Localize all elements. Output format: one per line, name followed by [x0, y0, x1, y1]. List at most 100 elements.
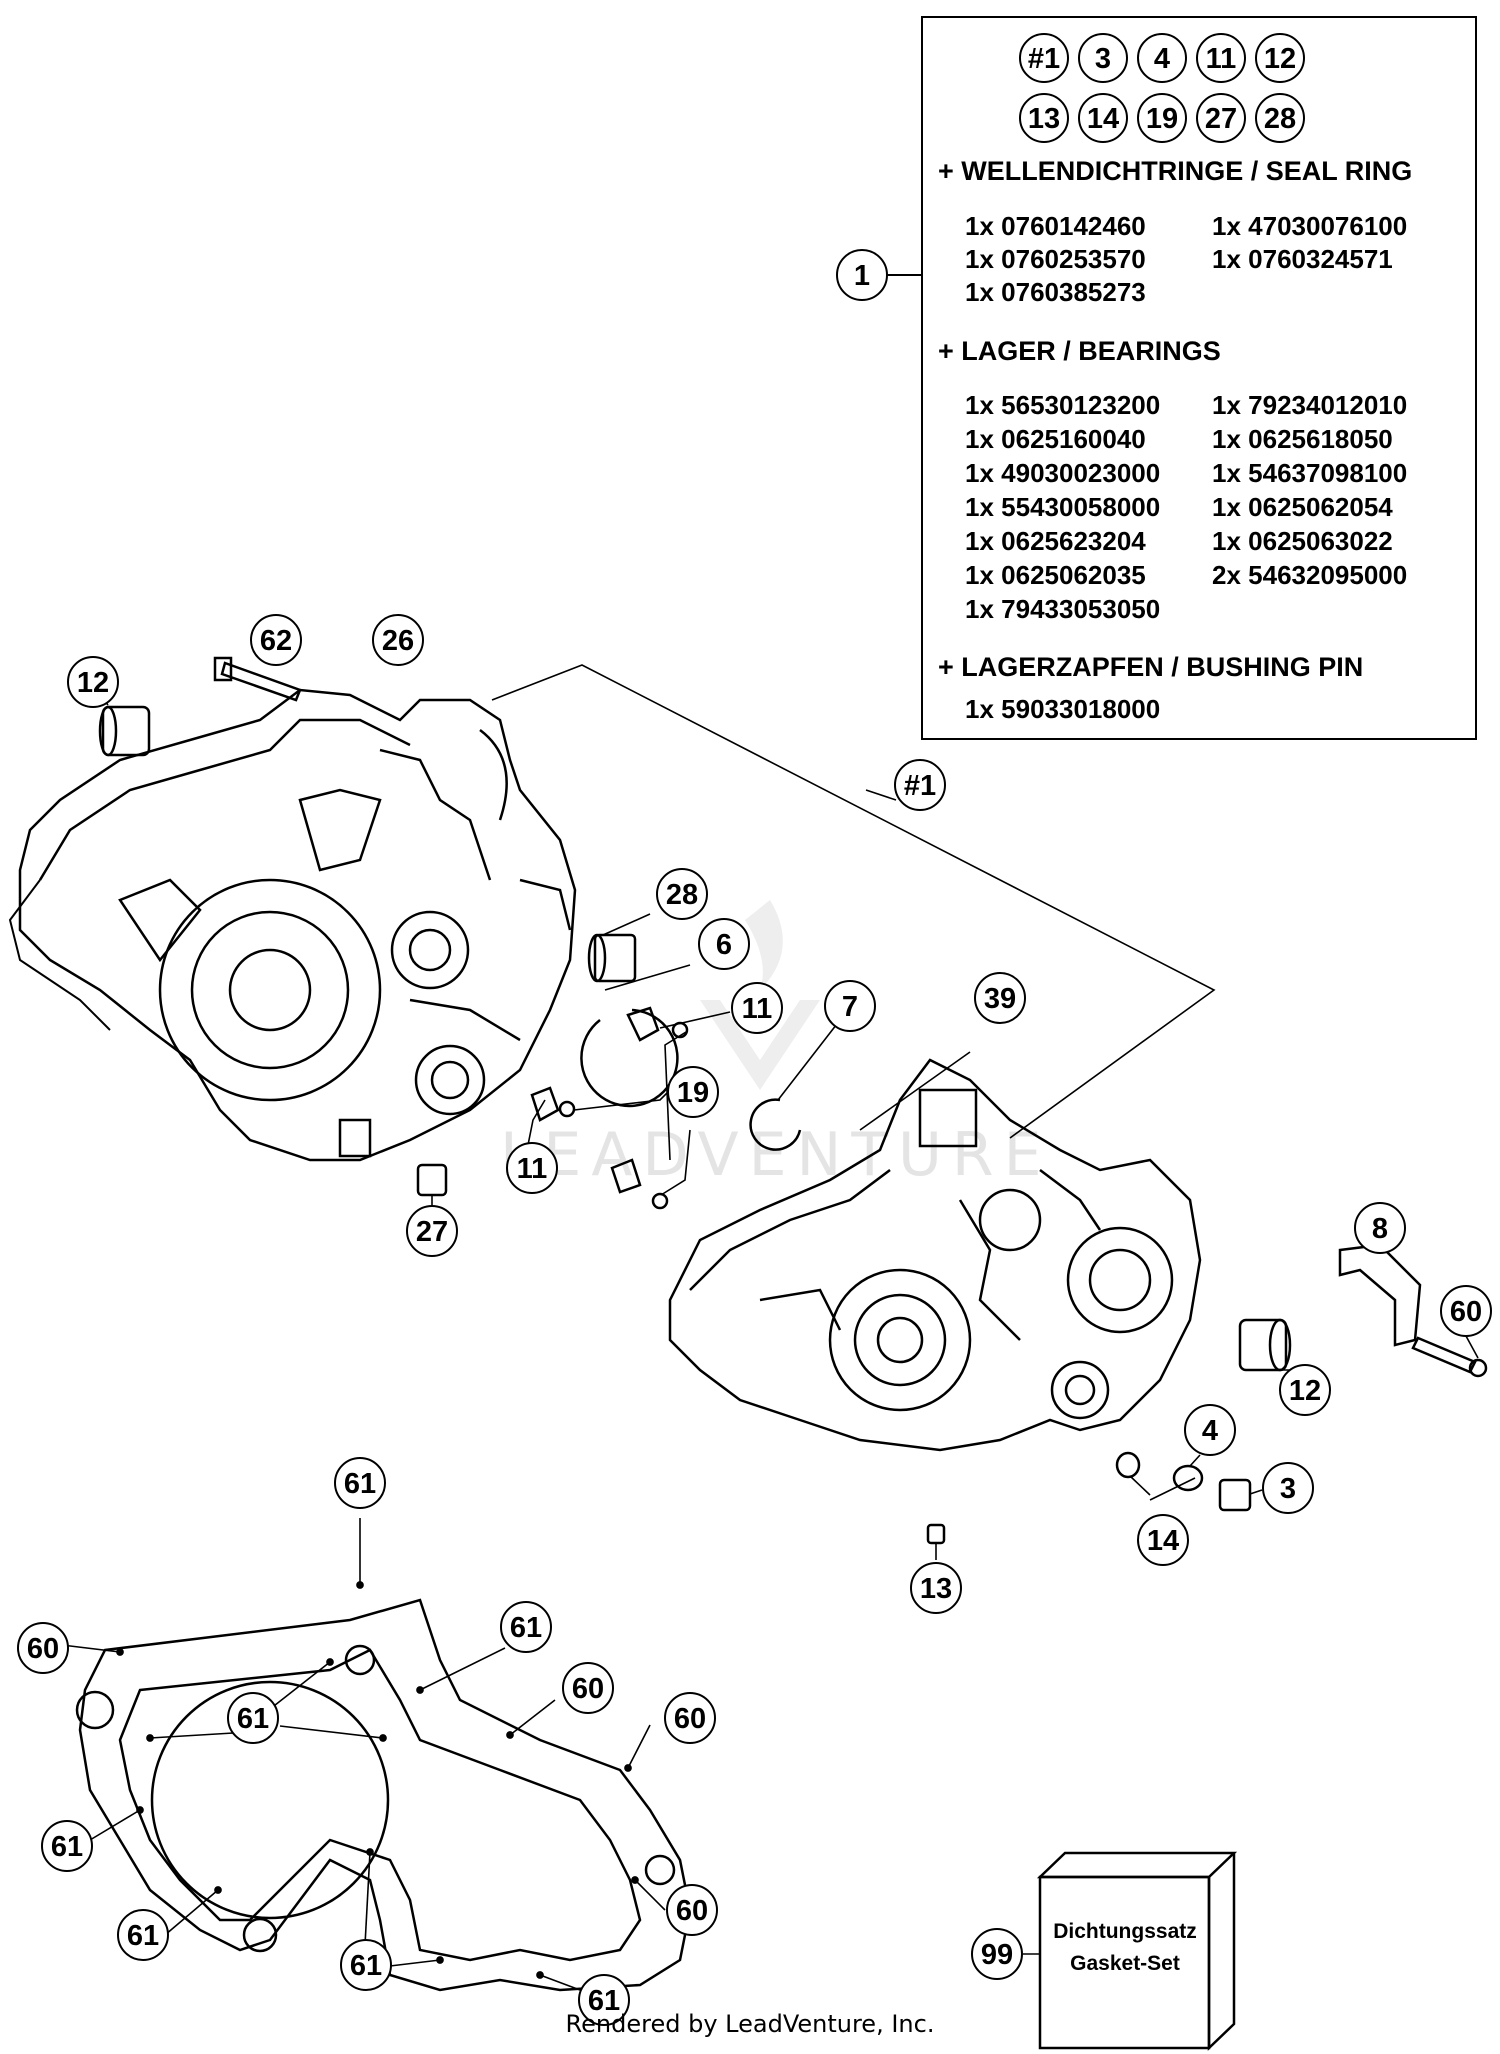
- render-credit: Rendered by LeadVenture, Inc.: [565, 2010, 935, 2038]
- callout-60-left: 60: [17, 1622, 69, 1674]
- leader-lines: [61, 649, 1479, 1991]
- callout-19: 19: [667, 1066, 719, 1118]
- svg-text:13: 13: [1028, 103, 1060, 135]
- callout-61-top: 61: [334, 1457, 386, 1509]
- callout-27: 27: [406, 1205, 458, 1257]
- svg-text:8: 8: [1372, 1213, 1388, 1245]
- part-line: 1x 56530123200: [965, 390, 1160, 420]
- part-line: 1x 47030076100: [1212, 211, 1407, 241]
- callout-61-left: 61: [41, 1820, 93, 1872]
- callout-11-right: 11: [731, 982, 783, 1034]
- svg-text:61: 61: [350, 1950, 382, 1982]
- callout-12-lower: 12: [1279, 1364, 1331, 1416]
- callout-61-bottom-left: 61: [117, 1909, 169, 1961]
- part-line: 1x 0760142460: [965, 211, 1146, 241]
- right-crankcase-half: [668, 1058, 1202, 1452]
- svg-text:3: 3: [1280, 1473, 1296, 1505]
- callout-39: 39: [974, 972, 1026, 1024]
- part-line: 1x 0760385273: [965, 277, 1146, 307]
- part-line: 1x 49030023000: [965, 458, 1160, 488]
- callout-14: 14: [1137, 1514, 1189, 1566]
- svg-text:60: 60: [27, 1633, 59, 1665]
- svg-text:3: 3: [1095, 43, 1111, 75]
- section-heading-bearings: + LAGER / BEARINGS: [938, 336, 1221, 366]
- callout-60-right-bottom: 60: [666, 1884, 718, 1936]
- svg-text:61: 61: [51, 1831, 83, 1863]
- watermark-logo-icon: [700, 900, 820, 1090]
- svg-text:99: 99: [981, 1939, 1013, 1971]
- callout-hash1: #1: [894, 759, 946, 811]
- gasket-set-label-en: Gasket-Set: [1070, 1952, 1180, 1975]
- svg-text:61: 61: [237, 1703, 269, 1735]
- part-line: 1x 54637098100: [1212, 458, 1407, 488]
- kit-callouts-row1: #1 3 4 11 12: [1019, 33, 1305, 83]
- gasket-26-outline: [8, 879, 111, 1031]
- part-line: 1x 0625063022: [1212, 526, 1393, 556]
- svg-text:27: 27: [416, 1216, 448, 1248]
- part-line: 1x 79234012010: [1212, 390, 1407, 420]
- svg-text:4: 4: [1154, 43, 1170, 75]
- svg-text:12: 12: [77, 667, 109, 699]
- callout-61-center-top: 61: [500, 1601, 552, 1653]
- svg-text:27: 27: [1205, 103, 1237, 135]
- svg-text:11: 11: [742, 993, 773, 1025]
- callout-62: 62: [250, 614, 302, 666]
- part-line: 1x 0625618050: [1212, 424, 1393, 454]
- svg-text:7: 7: [842, 991, 858, 1023]
- callouts: 1 12 62 26 #1 28 6 11 7 39 19 11 27 8 60…: [17, 249, 1492, 2026]
- svg-text:1: 1: [854, 260, 870, 292]
- kit-box: #1 3 4 11 12 13 14 19 27 28 + WELLENDICH…: [862, 16, 1477, 740]
- callout-1: 1: [836, 249, 888, 301]
- svg-text:#1: #1: [1028, 43, 1060, 75]
- callout-12-upper: 12: [67, 656, 119, 708]
- part-line: 1x 0625062054: [1212, 492, 1393, 522]
- svg-text:61: 61: [127, 1920, 159, 1952]
- callout-13: 13: [910, 1562, 962, 1614]
- svg-text:60: 60: [676, 1895, 708, 1927]
- svg-text:60: 60: [1450, 1296, 1482, 1328]
- svg-text:12: 12: [1289, 1375, 1321, 1407]
- section-heading-bushing-pin: + LAGERZAPFEN / BUSHING PIN: [938, 652, 1363, 682]
- small-parts: [98, 656, 1488, 1545]
- svg-text:11: 11: [1206, 43, 1237, 75]
- watermark-text: LEADVENTURE: [500, 1120, 1052, 1190]
- part-line: 1x 0625062035: [965, 560, 1146, 590]
- svg-text:14: 14: [1147, 1525, 1179, 1557]
- svg-text:6: 6: [716, 929, 732, 961]
- svg-text:62: 62: [260, 625, 292, 657]
- callout-61-center: 61: [227, 1692, 279, 1744]
- callout-61-bottom-right: 61: [578, 1974, 630, 2026]
- part-line: 1x 0760324571: [1212, 244, 1393, 274]
- callout-7: 7: [824, 980, 876, 1032]
- svg-text:12: 12: [1264, 43, 1296, 75]
- callout-61-bottom-center: 61: [340, 1939, 392, 1991]
- gasket-set-box: [1036, 1851, 1238, 2051]
- svg-text:61: 61: [344, 1468, 376, 1500]
- svg-text:19: 19: [1146, 103, 1178, 135]
- svg-text:60: 60: [572, 1673, 604, 1705]
- part-line: 1x 59033018000: [965, 694, 1160, 724]
- section-heading-seal-ring: + WELLENDICHTRINGE / SEAL RING: [938, 156, 1412, 186]
- svg-text:13: 13: [920, 1573, 952, 1605]
- callout-60-bolt: 60: [1440, 1285, 1492, 1337]
- part-line: 2x 54632095000: [1212, 560, 1407, 590]
- svg-text:26: 26: [382, 625, 414, 657]
- callout-3: 3: [1262, 1462, 1314, 1514]
- part-line: 1x 55430058000: [965, 492, 1160, 522]
- svg-text:28: 28: [666, 879, 698, 911]
- callout-60-right-top: 60: [664, 1692, 716, 1744]
- svg-text:19: 19: [677, 1077, 709, 1109]
- part-line: 1x 0760253570: [965, 244, 1146, 274]
- part-line: 1x 0625160040: [965, 424, 1146, 454]
- svg-text:61: 61: [510, 1612, 542, 1644]
- callout-4: 4: [1184, 1404, 1236, 1456]
- gasket-set-label-de: Dichtungssatz: [1053, 1920, 1197, 1943]
- callout-6: 6: [698, 918, 750, 970]
- svg-text:28: 28: [1264, 103, 1296, 135]
- part-line: 1x 79433053050: [965, 594, 1160, 624]
- left-crankcase-half: [18, 688, 577, 1162]
- svg-text:14: 14: [1087, 103, 1119, 135]
- svg-text:39: 39: [984, 983, 1016, 1015]
- svg-text:#1: #1: [904, 770, 936, 802]
